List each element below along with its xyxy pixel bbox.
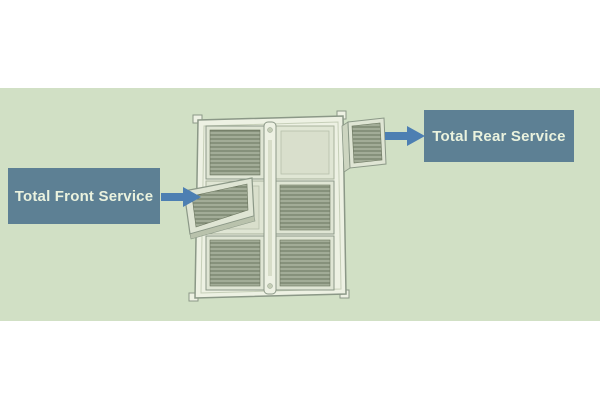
rear-service-arrow-icon [385, 126, 425, 146]
front-service-arrow-icon [161, 187, 201, 207]
front-service-label-text: Total Front Service [14, 187, 154, 205]
rear-service-label-text: Total Rear Service [432, 127, 566, 145]
vent-module-bottom-left [205, 235, 265, 291]
front-service-flap [183, 177, 256, 240]
rear-service-module [341, 117, 387, 173]
empty-bay-top-right [275, 125, 335, 180]
vent-module-mid-right [275, 180, 335, 235]
front-service-label: Total Front Service [8, 168, 160, 224]
vent-module-top-left [205, 125, 265, 180]
center-rail [263, 121, 277, 295]
rear-service-label: Total Rear Service [424, 110, 574, 162]
vent-module-bottom-right [275, 235, 335, 291]
led-cabinet-illustration [183, 110, 387, 302]
